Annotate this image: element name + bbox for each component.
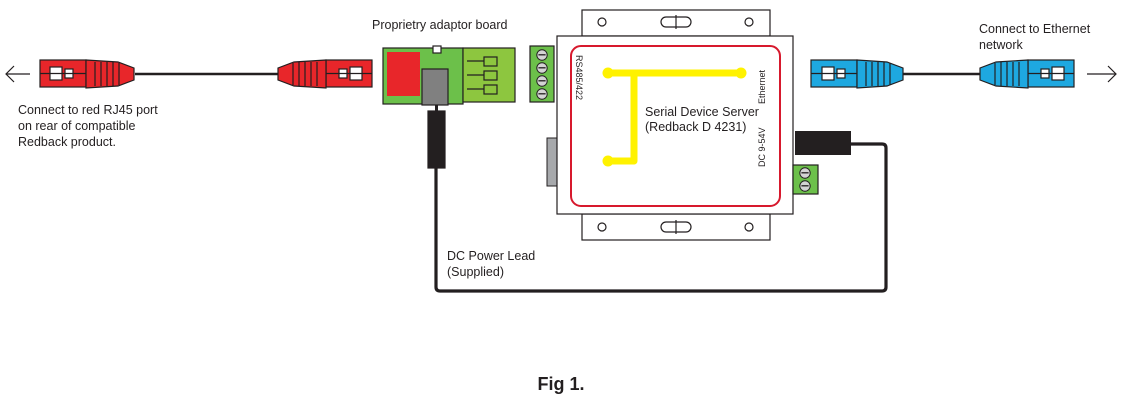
screw-terminal-icon [536, 62, 548, 74]
device-model-label: (Redback D 4231) [645, 120, 746, 134]
device-name-label: Serial Device Server [645, 105, 759, 119]
adaptor-board-label: Proprietry adaptor board [372, 18, 508, 32]
adaptor-board [382, 45, 516, 169]
ethernet-label-line1: Connect to Ethernet [979, 22, 1091, 36]
arrow-right-icon [1087, 65, 1117, 83]
screw-terminal-icon [799, 180, 811, 192]
red-rj45-plug-left [39, 59, 135, 89]
red-port-label-line2: on rear of compatible [18, 119, 136, 133]
red-rj45-plug-right [277, 59, 373, 89]
screw-terminal-icon [536, 75, 548, 87]
figure-caption: Fig 1. [537, 374, 585, 394]
serial-device-server [546, 9, 794, 241]
screw-terminal-icon [799, 167, 811, 179]
arrow-left-icon [5, 65, 30, 83]
red-port-label-line1: Connect to red RJ45 port [18, 103, 158, 117]
ethernet-label-line2: network [979, 38, 1023, 52]
dc-barrel-plug [795, 131, 851, 155]
dc-terminal-block [792, 164, 819, 195]
rs485-terminal-block [529, 45, 555, 103]
dc-power-lead [434, 142, 888, 293]
screw-terminal-icon [536, 88, 548, 100]
blue-rj45-plug-left [810, 59, 904, 89]
screw-terminal-icon [536, 49, 548, 61]
blue-rj45-plug-right [979, 59, 1075, 89]
power-lead-label-line1: DC Power Lead [447, 249, 536, 263]
dc-port-label: DC 9-54V [757, 127, 767, 167]
power-lead-label-line2: (Supplied) [447, 265, 504, 279]
rs485-port-label: RS485/422 [574, 55, 584, 100]
red-port-label-line3: Redback product. [18, 135, 116, 149]
ethernet-port-label: Ethernet [757, 69, 767, 104]
